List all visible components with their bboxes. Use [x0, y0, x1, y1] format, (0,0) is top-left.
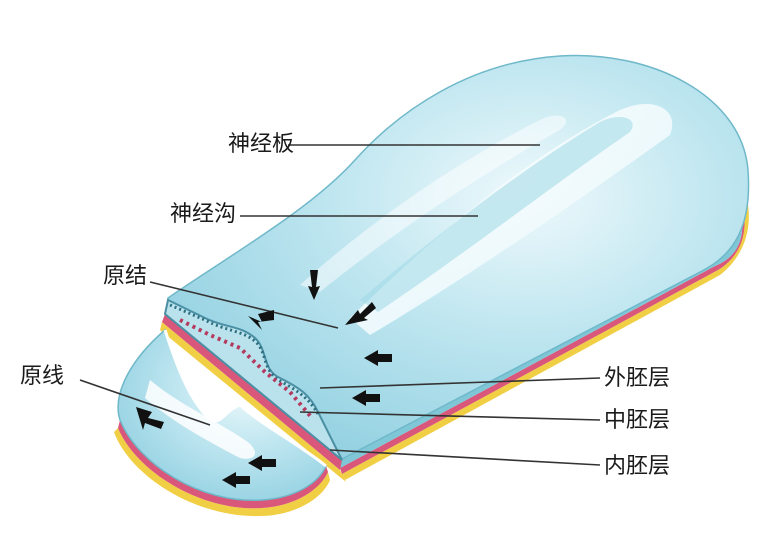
neural-plate-highlight	[300, 115, 567, 293]
label-neural-plate: 神经板	[228, 132, 295, 157]
tail-cut-edge	[163, 329, 327, 468]
arrow-icon	[248, 310, 274, 330]
label-mesoderm: 中胚层	[604, 408, 671, 433]
arrow-icon	[248, 455, 276, 471]
section-endoderm	[160, 322, 346, 482]
arrow-icon	[364, 350, 392, 366]
arrow-icon	[308, 270, 320, 300]
leader-endoderm	[329, 449, 601, 466]
section-ectoderm-folds	[163, 298, 343, 461]
label-endoderm: 内胚层	[604, 454, 671, 479]
arrow-icon	[136, 407, 164, 430]
label-primitive-streak: 原线	[20, 364, 65, 389]
mesoderm-side-band	[340, 214, 745, 474]
tail-fragment	[114, 328, 330, 517]
neural-groove-highlight	[350, 104, 673, 335]
leader-primitive-node	[149, 281, 339, 329]
arrow-icon	[352, 390, 380, 406]
arrow-icon	[345, 302, 376, 325]
main-cross-section	[160, 298, 346, 482]
arrows	[136, 270, 392, 488]
ectoderm-side-band	[338, 210, 743, 468]
label-ectoderm: 外胚层	[604, 366, 671, 391]
label-neural-groove: 神经沟	[170, 202, 237, 227]
leader-mesoderm	[299, 411, 601, 421]
label-primitive-node: 原结	[103, 264, 148, 289]
leader-ectoderm	[319, 377, 601, 389]
arrow-icon	[222, 472, 250, 488]
leader-lines	[79, 144, 601, 466]
tail-primitive-streak	[145, 380, 256, 459]
section-mesoderm	[162, 314, 342, 470]
neural-groove-center	[360, 117, 633, 312]
leader-primitive-streak	[79, 379, 211, 426]
